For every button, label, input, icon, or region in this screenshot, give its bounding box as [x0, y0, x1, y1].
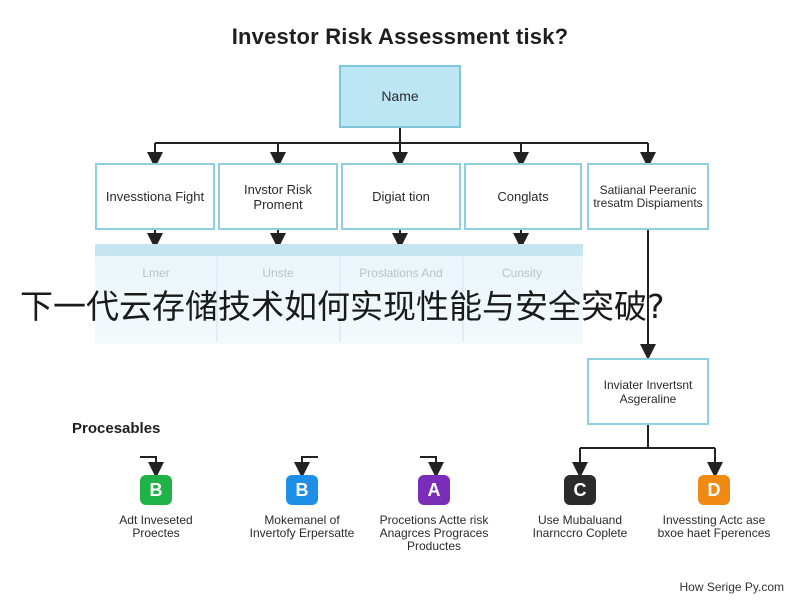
process-caption-3: Procetions Actte risk Anagrces Prograces…: [379, 513, 489, 553]
process-caption-1: Adt Inveseted Proectes: [119, 513, 193, 540]
faded-node-3: Proslations And: [359, 266, 443, 280]
process-badge-4: C: [564, 475, 596, 505]
level1-node-1: Invesstiona Fight: [95, 163, 215, 230]
process-badge-5: D: [698, 475, 730, 505]
faded-node-1: Lmer: [142, 266, 170, 280]
footer-watermark: How Serige Py.com: [679, 580, 784, 594]
root-node: Name: [339, 65, 461, 128]
faded-divider: [339, 256, 341, 342]
faded-divider: [462, 256, 464, 342]
diagram-title: Investor Risk Assessment tisk?: [231, 24, 569, 49]
level1-node-4: Conglats: [464, 163, 582, 230]
process-badge-1: B: [140, 475, 172, 505]
overlay-question-text: 下一代云存储技术如何实现性能与安全突破?: [20, 287, 665, 326]
side-node: Inviater Invertsnt Asgeraline: [587, 358, 709, 425]
process-badge-3: A: [418, 475, 450, 505]
faded-node-2: Unste: [262, 266, 294, 280]
faded-divider: [216, 256, 218, 342]
process-caption-5: Invessting Actc ase bxoe haet Fperences: [657, 513, 771, 540]
level1-node-2: Invstor Risk Proment: [218, 163, 338, 230]
process-caption-2: Mokemanel of Invertofy Erpersatte: [249, 513, 355, 540]
faded-node-4: Cunsity: [501, 266, 542, 280]
section-label: Procesables: [72, 420, 161, 437]
process-badge-2: B: [286, 475, 318, 505]
faded-node-header-bar: [95, 244, 583, 256]
process-caption-4: Use Mubaluand Inarnccro Coplete: [532, 513, 628, 540]
level1-node-3: Digiat tion: [341, 163, 461, 230]
level1-node-5: Satiianal Peeranic tresatm Dispiaments: [587, 163, 709, 230]
